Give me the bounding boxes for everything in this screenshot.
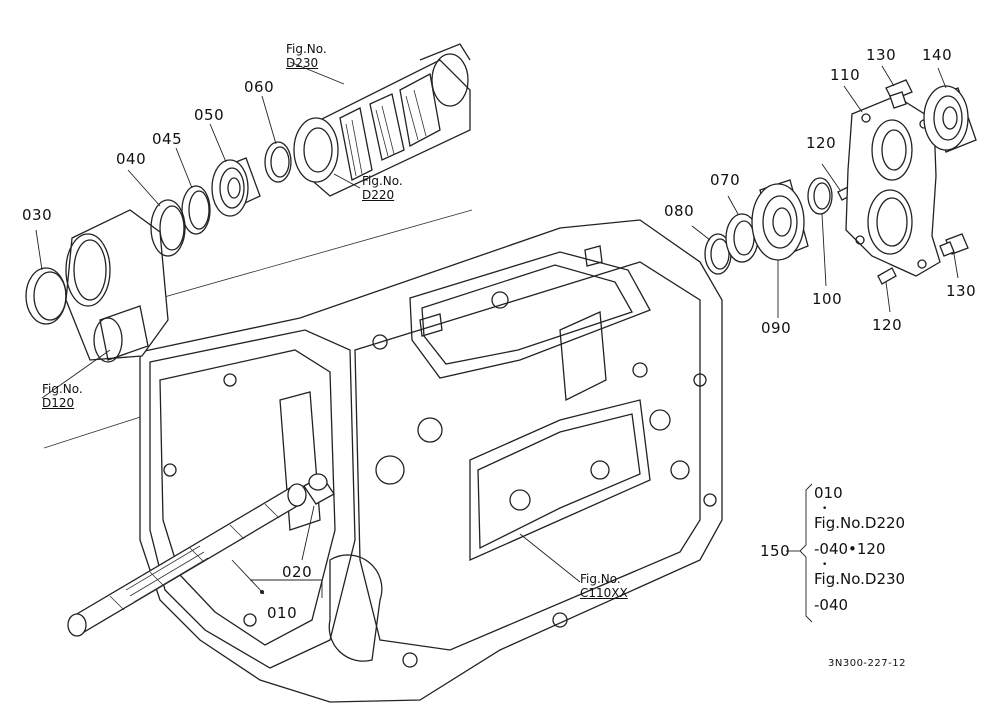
figref-d230-line1: Fig.No. bbox=[286, 42, 327, 56]
legend-separator-1: • bbox=[822, 504, 828, 514]
label-part-120-lower: 120 bbox=[872, 316, 903, 334]
legend-separator-2: • bbox=[822, 560, 828, 570]
pin-120-lower bbox=[877, 267, 897, 285]
transmission-case bbox=[139, 219, 723, 703]
snap-ring-100 bbox=[807, 177, 833, 215]
figref-c110xx-line2: C110XX bbox=[580, 586, 628, 600]
label-part-140: 140 bbox=[922, 46, 953, 64]
figref-d230-line2: D230 bbox=[286, 56, 319, 70]
bolt-130-upper bbox=[885, 79, 913, 109]
leader-lines bbox=[35, 61, 959, 598]
label-part-030: 030 bbox=[22, 206, 53, 224]
legend-line-5: -040 bbox=[814, 596, 849, 614]
label-part-070: 070 bbox=[710, 171, 741, 189]
figref-d120[interactable]: Fig.No. D120 bbox=[42, 382, 83, 410]
label-part-090: 090 bbox=[761, 319, 792, 337]
legend-line-3: -040•120 bbox=[814, 540, 886, 558]
bearing-140 bbox=[923, 85, 977, 153]
legend-bracket bbox=[799, 483, 813, 623]
legend-number: 150 bbox=[760, 542, 791, 560]
label-part-130-lower: 130 bbox=[946, 282, 977, 300]
label-part-080: 080 bbox=[664, 202, 695, 220]
figref-d220[interactable]: Fig.No. D220 bbox=[362, 174, 403, 202]
gear-cluster bbox=[293, 43, 471, 197]
cover-plate-110 bbox=[845, 95, 941, 277]
drawing-code: 3N300-227-12 bbox=[828, 658, 906, 669]
legend-line-4: Fig.No.D230 bbox=[814, 570, 906, 588]
bearing-retainer-housing bbox=[65, 209, 169, 363]
figref-c110xx[interactable]: Fig.No. C110XX bbox=[580, 572, 628, 600]
collar-020 bbox=[303, 473, 335, 505]
snap-ring-030 bbox=[25, 267, 67, 325]
label-part-100: 100 bbox=[812, 290, 843, 308]
label-part-020: 020 bbox=[282, 563, 313, 581]
shaft-010 bbox=[67, 483, 307, 637]
bearing-050 bbox=[211, 157, 261, 217]
figref-d220-line2: D220 bbox=[362, 188, 395, 202]
label-part-045: 045 bbox=[152, 130, 183, 148]
label-part-120-upper: 120 bbox=[806, 134, 837, 152]
figref-d230[interactable]: Fig.No. D230 bbox=[286, 42, 327, 70]
figref-d120-line2: D120 bbox=[42, 396, 75, 410]
bolt-130-lower bbox=[939, 233, 969, 257]
label-part-060: 060 bbox=[244, 78, 275, 96]
legend-line-1: 010 bbox=[814, 484, 843, 502]
label-part-110: 110 bbox=[830, 66, 861, 84]
label-part-040: 040 bbox=[116, 150, 147, 168]
figref-d120-line1: Fig.No. bbox=[42, 382, 83, 396]
label-part-010: 010 bbox=[267, 604, 298, 622]
figref-d220-line1: Fig.No. bbox=[362, 174, 403, 188]
bearing-090 bbox=[751, 179, 809, 261]
shim-045 bbox=[181, 185, 211, 235]
figref-c110xx-line1: Fig.No. bbox=[580, 572, 621, 586]
snap-ring-060 bbox=[264, 141, 292, 183]
label-part-130-upper: 130 bbox=[866, 46, 897, 64]
label-part-050: 050 bbox=[194, 106, 225, 124]
legend-line-2: Fig.No.D220 bbox=[814, 514, 906, 532]
washer-040 bbox=[150, 199, 186, 257]
